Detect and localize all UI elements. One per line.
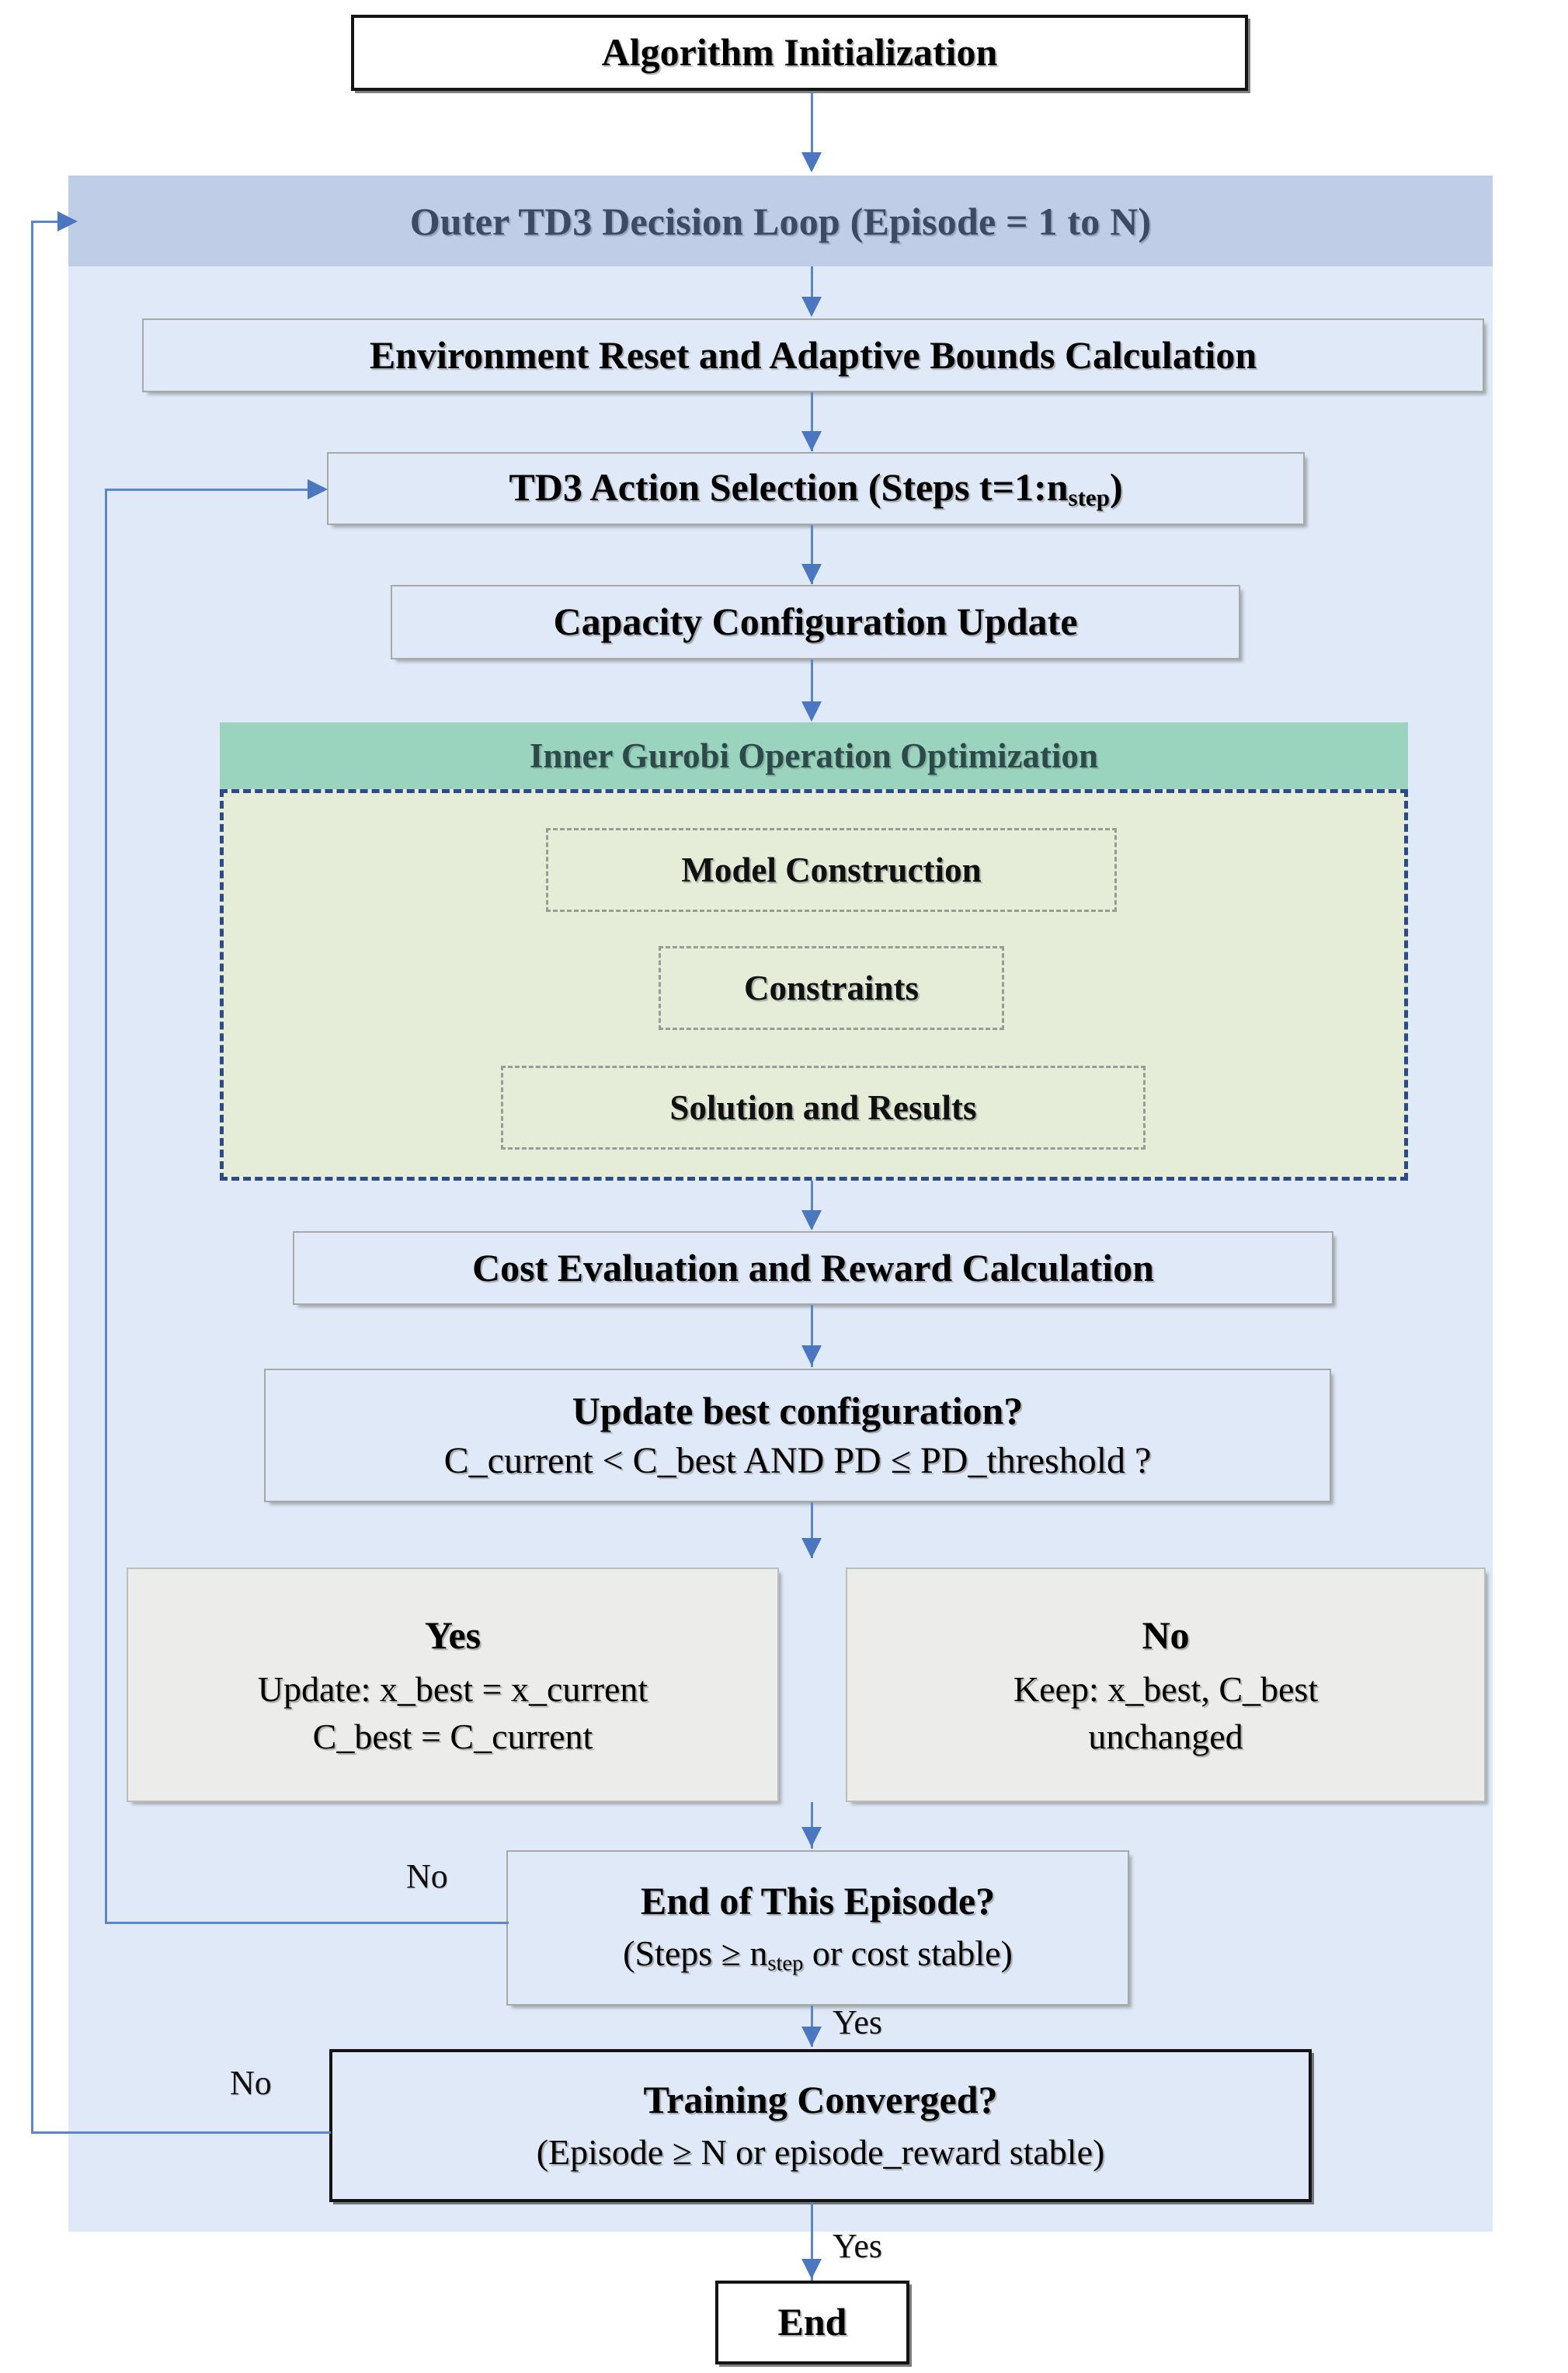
training-converged-question: Training Converged? — [643, 2078, 998, 2122]
action-selection-subscript: step — [1068, 484, 1110, 512]
edge-label-converged-no: No — [230, 2064, 272, 2102]
gurobi-header-label: Inner Gurobi Operation Optimization — [529, 736, 1099, 775]
arrowhead-cost-to-updatebest — [801, 1345, 822, 1366]
inner-gurobi-header: Inner Gurobi Operation Optimization — [220, 722, 1408, 789]
arrowhead-converged-no-to-outer — [57, 211, 78, 231]
panel-update-no[interactable]: No Keep: x_best, C_best unchanged — [846, 1568, 1486, 1802]
action-selection-text-post: ) — [1109, 465, 1123, 510]
action-selection-text-pre: TD3 Action Selection (Steps t=1:n — [509, 465, 1069, 510]
outer-td3-loop-header: Outer TD3 Decision Loop (Episode = 1 to … — [68, 176, 1493, 266]
edge-cost-to-updatebest — [811, 1305, 813, 1367]
panel-line-1: Keep: x_best, C_best — [1013, 1669, 1319, 1709]
edge-action-to-capacity — [811, 525, 813, 584]
panel-update-yes[interactable]: Yes Update: x_best = x_current C_best = … — [127, 1568, 779, 1802]
node-capacity-configuration-update[interactable]: Capacity Configuration Update — [391, 585, 1240, 659]
node-label: Environment Reset and Adaptive Bounds Ca… — [369, 332, 1257, 377]
end-episode-condition: (Steps ≥ nstep or cost stable) — [508, 1933, 1128, 1977]
panel-line-1: Update: x_best = x_current — [257, 1669, 648, 1709]
edge-episode-no-vertical — [105, 489, 107, 1924]
edge-envreset-to-action — [811, 392, 813, 451]
edge-label-converged-yes: Yes — [833, 2227, 883, 2265]
edge-converged-to-end — [811, 2202, 813, 2282]
edge-capacity-to-gurobi — [811, 659, 813, 705]
node-end-of-episode[interactable]: End of This Episode? (Steps ≥ nstep or c… — [506, 1850, 1129, 2006]
edge-converged-no-horizontal-in — [31, 221, 61, 223]
training-converged-condition: (Episode ≥ N or episode_reward stable) — [536, 2131, 1105, 2172]
arrowhead-endepisode-to-converged — [801, 2027, 822, 2047]
node-label: Cost Evaluation and Reward Calculation — [472, 1245, 1154, 1289]
node-model-construction[interactable]: Model Construction — [546, 828, 1117, 912]
node-update-best-configuration[interactable]: Update best configuration? C_current < C… — [264, 1369, 1331, 1502]
node-label: Algorithm Initialization — [601, 30, 998, 75]
arrowhead-gurobi-to-cost — [801, 1210, 822, 1230]
arrowhead-outer-to-envreset — [801, 297, 822, 317]
end-episode-cond-pre: (Steps ≥ n — [623, 1933, 768, 1973]
node-end[interactable]: End — [715, 2281, 909, 2364]
edge-outer-to-envreset — [811, 266, 813, 301]
panel-heading: Yes — [424, 1613, 482, 1657]
node-cost-evaluation[interactable]: Cost Evaluation and Reward Calculation — [293, 1231, 1333, 1305]
edge-updatebest-to-results — [811, 1502, 813, 1558]
node-training-converged[interactable]: Training Converged? (Episode ≥ N or epis… — [329, 2049, 1312, 2202]
node-solution-and-results[interactable]: Solution and Results — [501, 1066, 1146, 1150]
inner-gurobi-body — [220, 789, 1408, 1181]
node-environment-reset[interactable]: Environment Reset and Adaptive Bounds Ca… — [142, 318, 1484, 392]
node-label: Constraints — [743, 969, 920, 1007]
node-constraints[interactable]: Constraints — [659, 946, 1004, 1030]
edge-start-to-outer — [811, 91, 813, 155]
arrowhead-results-to-endepisode — [801, 1827, 822, 1847]
arrowhead-converged-to-end — [801, 2259, 822, 2279]
node-label: TD3 Action Selection (Steps t=1:nstep) — [329, 465, 1303, 511]
end-episode-cond-subscript: step — [767, 1950, 804, 1975]
end-episode-cond-post: or cost stable) — [803, 1933, 1013, 1973]
node-td3-action-selection[interactable]: TD3 Action Selection (Steps t=1:nstep) — [327, 452, 1305, 525]
edge-episode-no-horizontal-out — [105, 1922, 509, 1924]
edge-gurobi-to-cost — [811, 1181, 813, 1229]
panel-line-2: unchanged — [1088, 1717, 1243, 1756]
node-label: Capacity Configuration Update — [553, 600, 1078, 644]
arrowhead-start-to-outer — [801, 152, 822, 172]
arrowhead-updatebest-to-results — [801, 1538, 822, 1558]
arrowhead-envreset-to-action — [801, 431, 822, 451]
panel-line-2: C_best = C_current — [312, 1717, 593, 1756]
node-label: End — [777, 2300, 847, 2344]
arrowhead-capacity-to-gurobi — [801, 701, 822, 722]
edge-label-episode-no: No — [406, 1857, 448, 1895]
edge-episode-no-horizontal-in — [105, 489, 311, 491]
panel-heading: No — [1142, 1613, 1190, 1657]
edge-label-episode-yes: Yes — [833, 2003, 883, 2041]
node-label: Solution and Results — [669, 1088, 977, 1127]
end-episode-question: End of This Episode? — [640, 1879, 996, 1923]
outer-loop-label: Outer TD3 Decision Loop (Episode = 1 to … — [409, 199, 1152, 243]
edge-converged-no-vertical — [31, 221, 33, 2134]
update-best-condition: C_current < C_best AND PD ≤ PD_threshold… — [443, 1440, 1152, 1482]
edge-converged-no-horizontal-out — [31, 2131, 331, 2134]
node-algorithm-initialization[interactable]: Algorithm Initialization — [351, 15, 1248, 91]
node-label: Model Construction — [681, 851, 982, 889]
arrowhead-episode-no-to-action — [308, 479, 328, 499]
edge-results-to-endepisode — [811, 1802, 813, 1849]
arrowhead-action-to-capacity — [801, 564, 822, 584]
update-best-question: Update best configuration? — [572, 1388, 1024, 1432]
edge-endepisode-to-converged — [811, 2006, 813, 2047]
